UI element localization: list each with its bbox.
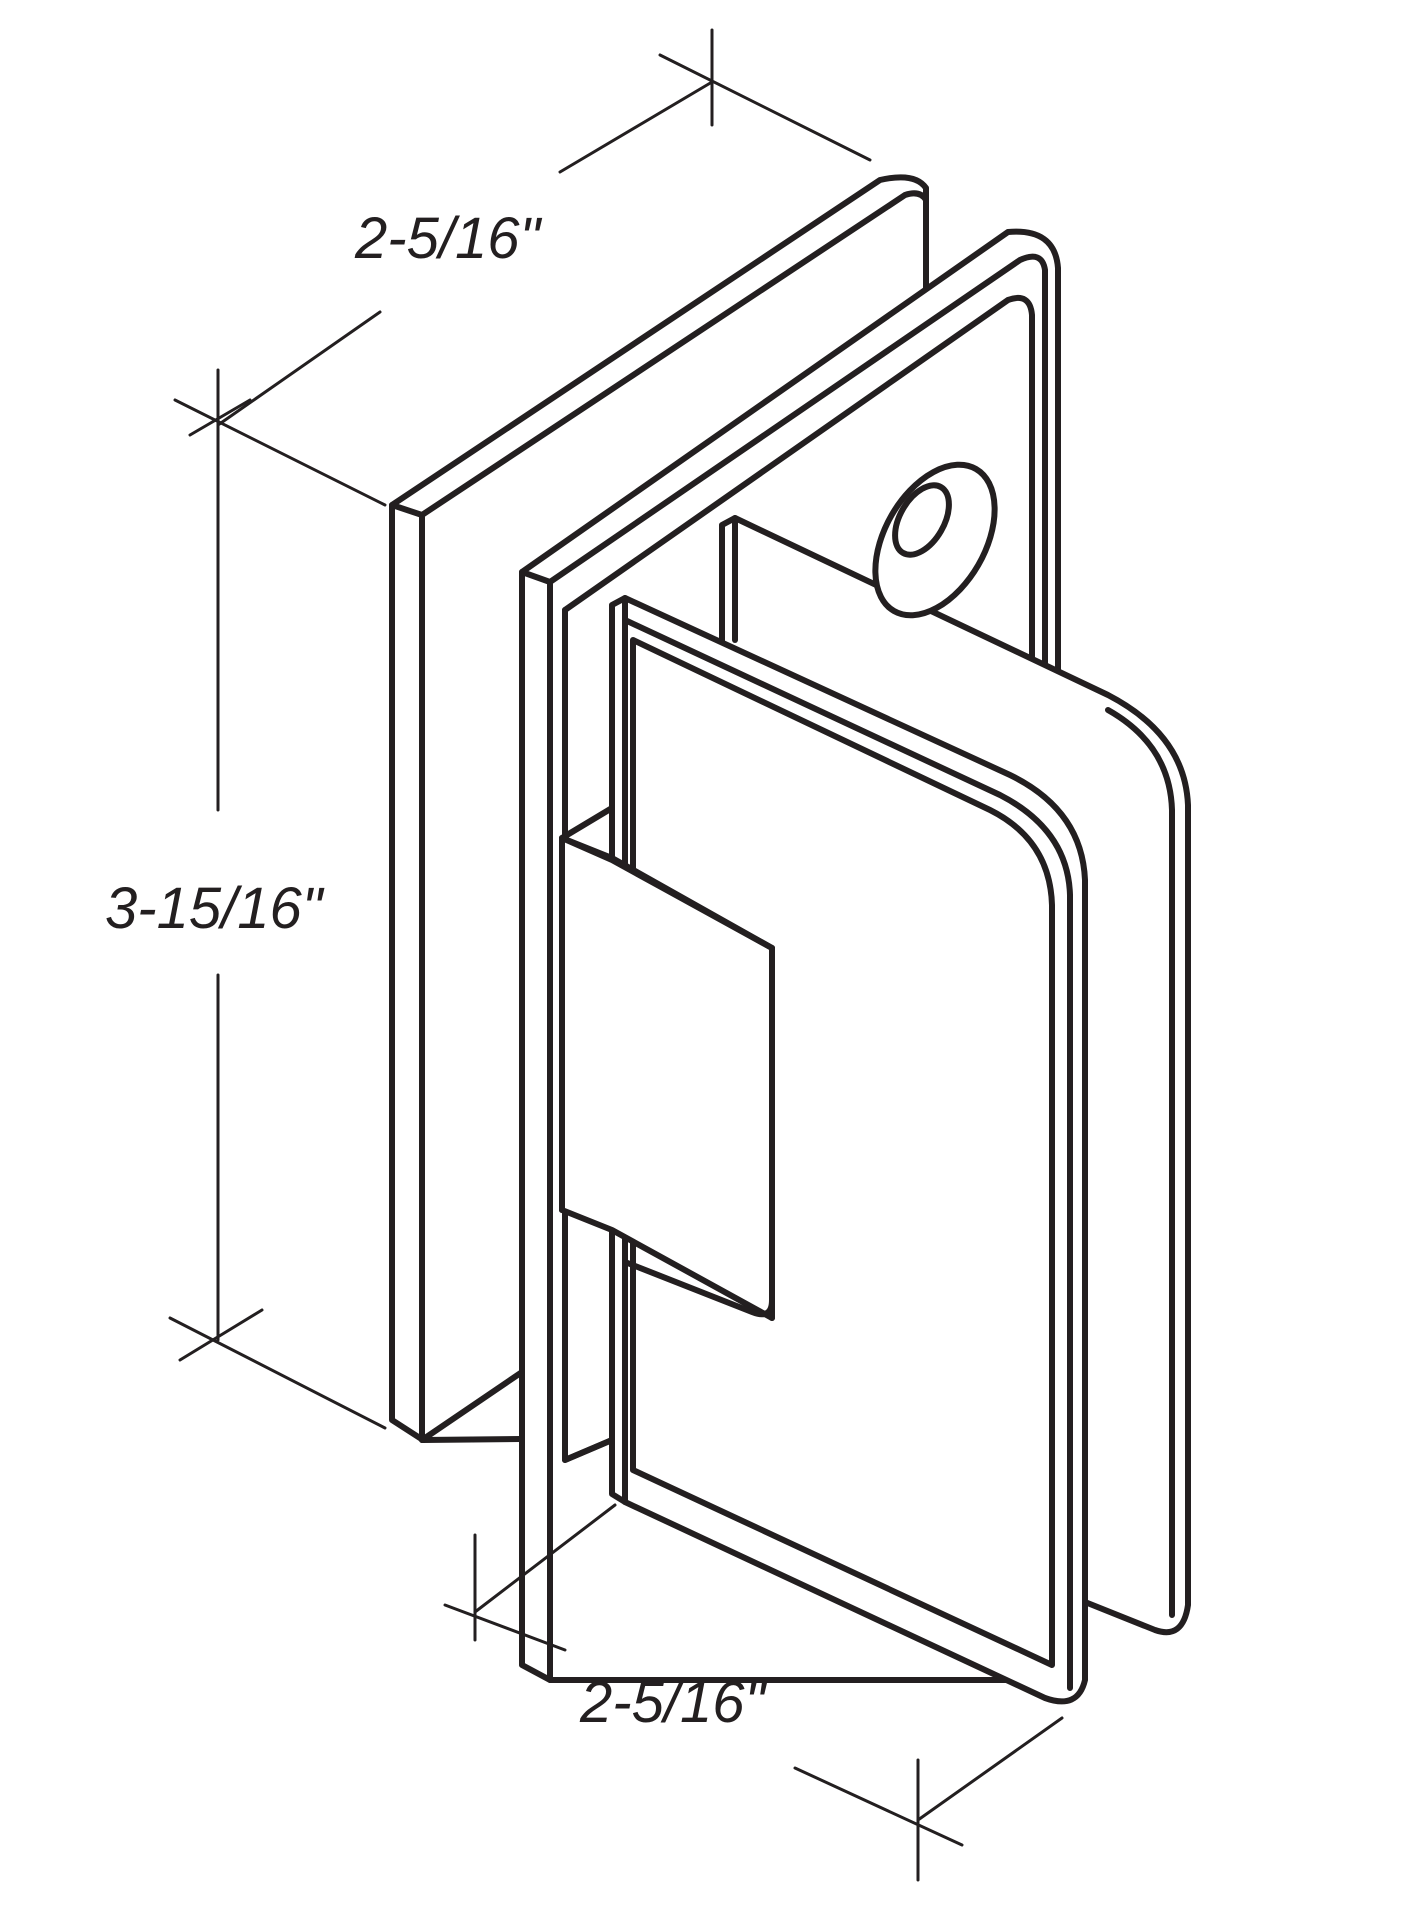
dim-top-label: 2-5/16"	[354, 206, 542, 271]
back-plate-bottom-edge	[419, 1367, 528, 1443]
hinge-knuckle	[559, 805, 775, 1321]
dim-bottom-label: 2-5/16"	[579, 1670, 767, 1735]
dim-height-arrow-bottom	[168, 1316, 387, 1430]
front-leaf-face	[609, 595, 1088, 1705]
dimension-bottom-width: 2-5/16"	[443, 1503, 1064, 1882]
dim-top-line-right	[558, 80, 714, 174]
dimension-height: 3-15/16"	[105, 368, 387, 1430]
dim-bottom-arrow-left	[443, 1603, 567, 1652]
mounting-hole	[872, 461, 998, 619]
dim-bottom-line-left	[473, 1503, 617, 1614]
knuckle-lower-band	[622, 1259, 775, 1318]
dim-height-tick-top	[188, 398, 252, 437]
dim-height-tick-bottom	[178, 1308, 264, 1362]
dim-bottom-line-right	[916, 1716, 1064, 1822]
dimension-top-depth: 2-5/16"	[173, 28, 872, 507]
dim-top-line-left	[216, 310, 382, 427]
dim-bottom-arrow-right	[793, 1766, 964, 1847]
dim-top-arrow-left	[173, 398, 387, 507]
middle-plate-top-edge	[547, 253, 1048, 683]
front-leaf-inner-bevel	[630, 637, 1055, 1668]
knuckle-top-edge	[559, 835, 775, 951]
front-leaf-rim-curve	[622, 617, 1073, 1691]
back-plate-top-edge	[419, 190, 929, 518]
middle-plate-inner-bevel	[562, 294, 1035, 663]
rear-leaf-front-curve	[1105, 707, 1175, 1618]
front-hinge-leaf	[609, 595, 1088, 1705]
mounting-hole-inner	[892, 482, 952, 558]
dim-height-label: 3-15/16"	[105, 876, 325, 941]
dim-top-arrow-right	[658, 53, 872, 162]
